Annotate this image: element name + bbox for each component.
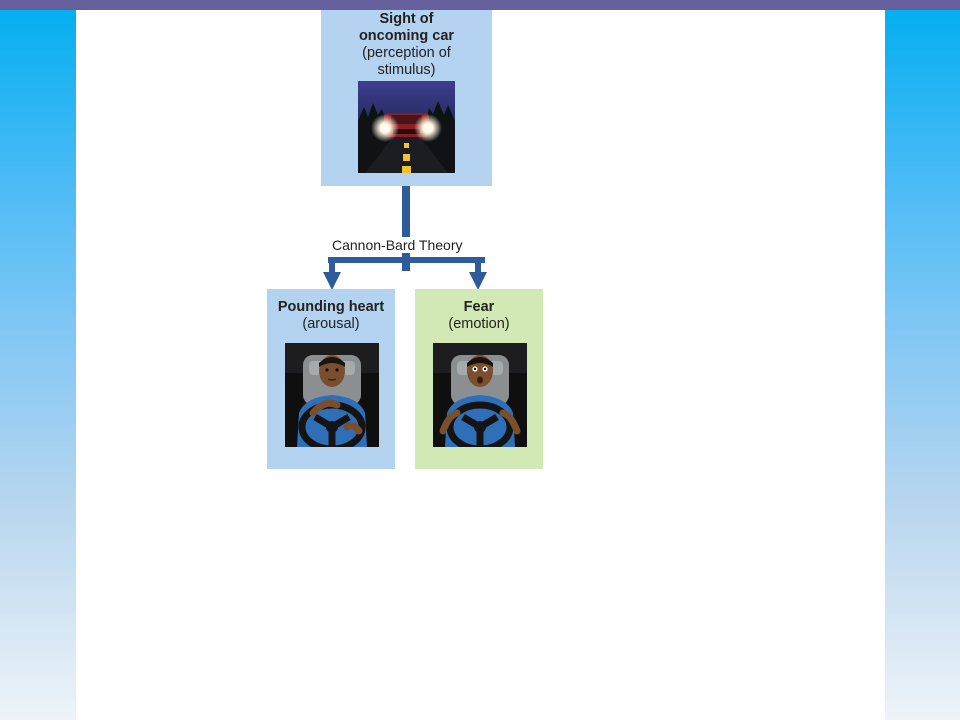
driver-fear-illustration <box>433 343 527 447</box>
arrowhead-left <box>323 272 341 290</box>
oncoming-car-illustration <box>358 81 455 173</box>
top-accent-bar <box>0 0 960 10</box>
right-drop <box>475 257 481 275</box>
arrowhead-right <box>469 272 487 290</box>
theory-label: Cannon-Bard Theory <box>331 237 464 253</box>
emotion-box: Fear (emotion) <box>415 289 543 469</box>
emotion-subtitle: (emotion) <box>448 316 510 332</box>
arousal-title: Pounding heart <box>277 299 385 315</box>
stimulus-subtitle: (perception of stimulus) <box>362 45 451 78</box>
stimulus-title: Sight of oncoming car <box>358 11 455 44</box>
left-drop <box>329 257 335 275</box>
stem-line <box>402 163 410 271</box>
emotion-title: Fear <box>463 299 495 315</box>
stimulus-box: Sight of oncoming car (perception of sti… <box>321 10 492 186</box>
driver-heart-illustration <box>285 343 379 447</box>
branch-line <box>328 257 485 263</box>
arousal-box: Pounding heart (arousal) <box>267 289 395 469</box>
arousal-subtitle: (arousal) <box>302 316 360 332</box>
